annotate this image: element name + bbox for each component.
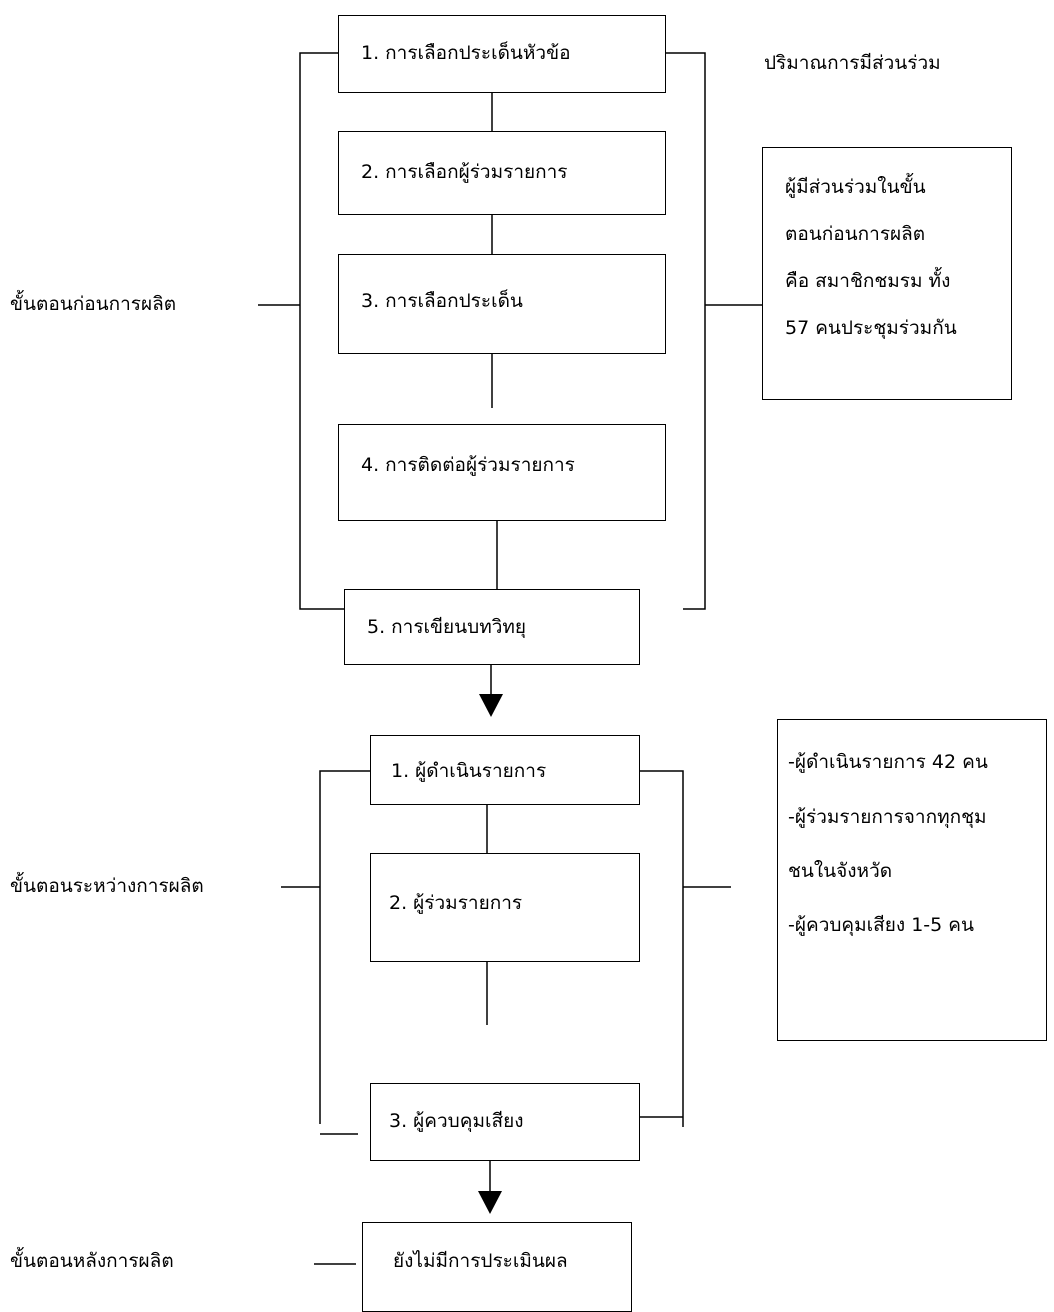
during-step-box-3: 3. ผู้ควบคุมเสียง <box>370 1083 640 1161</box>
during-step-box-2: 2. ผู้ร่วมรายการ <box>370 853 640 962</box>
during-step-label: 3. ผู้ควบคุมเสียง <box>389 1110 524 1132</box>
note-line: -ผู้ควบคุมเสียง 1-5 คน <box>788 914 974 936</box>
arrow-down-icon <box>478 1191 502 1214</box>
pre-left-bracket <box>299 52 358 610</box>
note-line: ชนในจังหวัด <box>788 860 893 882</box>
during-step-label: 1. ผู้ดำเนินรายการ <box>391 760 547 782</box>
arrow-down-icon <box>479 694 503 717</box>
note-line: -ผู้ร่วมรายการจากทุกชุม <box>788 806 987 828</box>
stage-label-during-production: ขั้นตอนระหว่างการผลิต <box>10 875 204 897</box>
stage-label-pre-production: ขั้นตอนก่อนการผลิต <box>10 293 177 315</box>
during-participation-note: -ผู้ดำเนินรายการ 42 คน -ผู้ร่วมรายการจาก… <box>777 719 1047 1041</box>
during-step-label: 2. ผู้ร่วมรายการ <box>389 892 523 914</box>
pre-right-bracket <box>666 52 706 610</box>
pre-step-box-5: 5. การเขียนบทวิทยุ <box>344 589 640 665</box>
pre-step-label: 3. การเลือกประเด็น <box>361 290 523 312</box>
pre-step-box-1: 1. การเลือกประเด็นหัวข้อ <box>338 15 666 93</box>
pre-step-label: 4. การติดต่อผู้ร่วมรายการ <box>361 454 575 476</box>
participation-header: ปริมาณการมีส่วนร่วม <box>764 52 941 74</box>
during-step-box-1: 1. ผู้ดำเนินรายการ <box>370 735 640 805</box>
during-left-bracket <box>319 770 370 1124</box>
note-line: คือ สมาชิกชมรม ทั้ง <box>785 270 951 292</box>
note-line: 57 คนประชุมร่วมกัน <box>785 317 957 339</box>
note-line: ผู้มีส่วนร่วมในขั้น <box>785 176 926 198</box>
pre-step-label: 1. การเลือกประเด็นหัวข้อ <box>361 42 571 64</box>
pre-step-label: 5. การเขียนบทวิทยุ <box>367 616 527 638</box>
pre-participation-note: ผู้มีส่วนร่วมในขั้น ตอนก่อนการผลิต คือ ส… <box>762 147 1012 400</box>
stage-label-post-production: ขั้นตอนหลังการผลิต <box>10 1250 174 1272</box>
pre-step-label: 2. การเลือกผู้ร่วมรายการ <box>361 161 568 183</box>
note-line: ตอนก่อนการผลิต <box>785 223 926 245</box>
pre-step-box-4: 4. การติดต่อผู้ร่วมรายการ <box>338 424 666 521</box>
post-step-box-1: ยังไม่มีการประเมินผล <box>362 1222 632 1312</box>
pre-step-box-3: 3. การเลือกประเด็น <box>338 254 666 354</box>
post-step-label: ยังไม่มีการประเมินผล <box>393 1250 568 1272</box>
pre-step-box-2: 2. การเลือกผู้ร่วมรายการ <box>338 131 666 215</box>
note-line: -ผู้ดำเนินรายการ 42 คน <box>788 751 988 773</box>
during-right-bracket <box>640 770 684 1127</box>
